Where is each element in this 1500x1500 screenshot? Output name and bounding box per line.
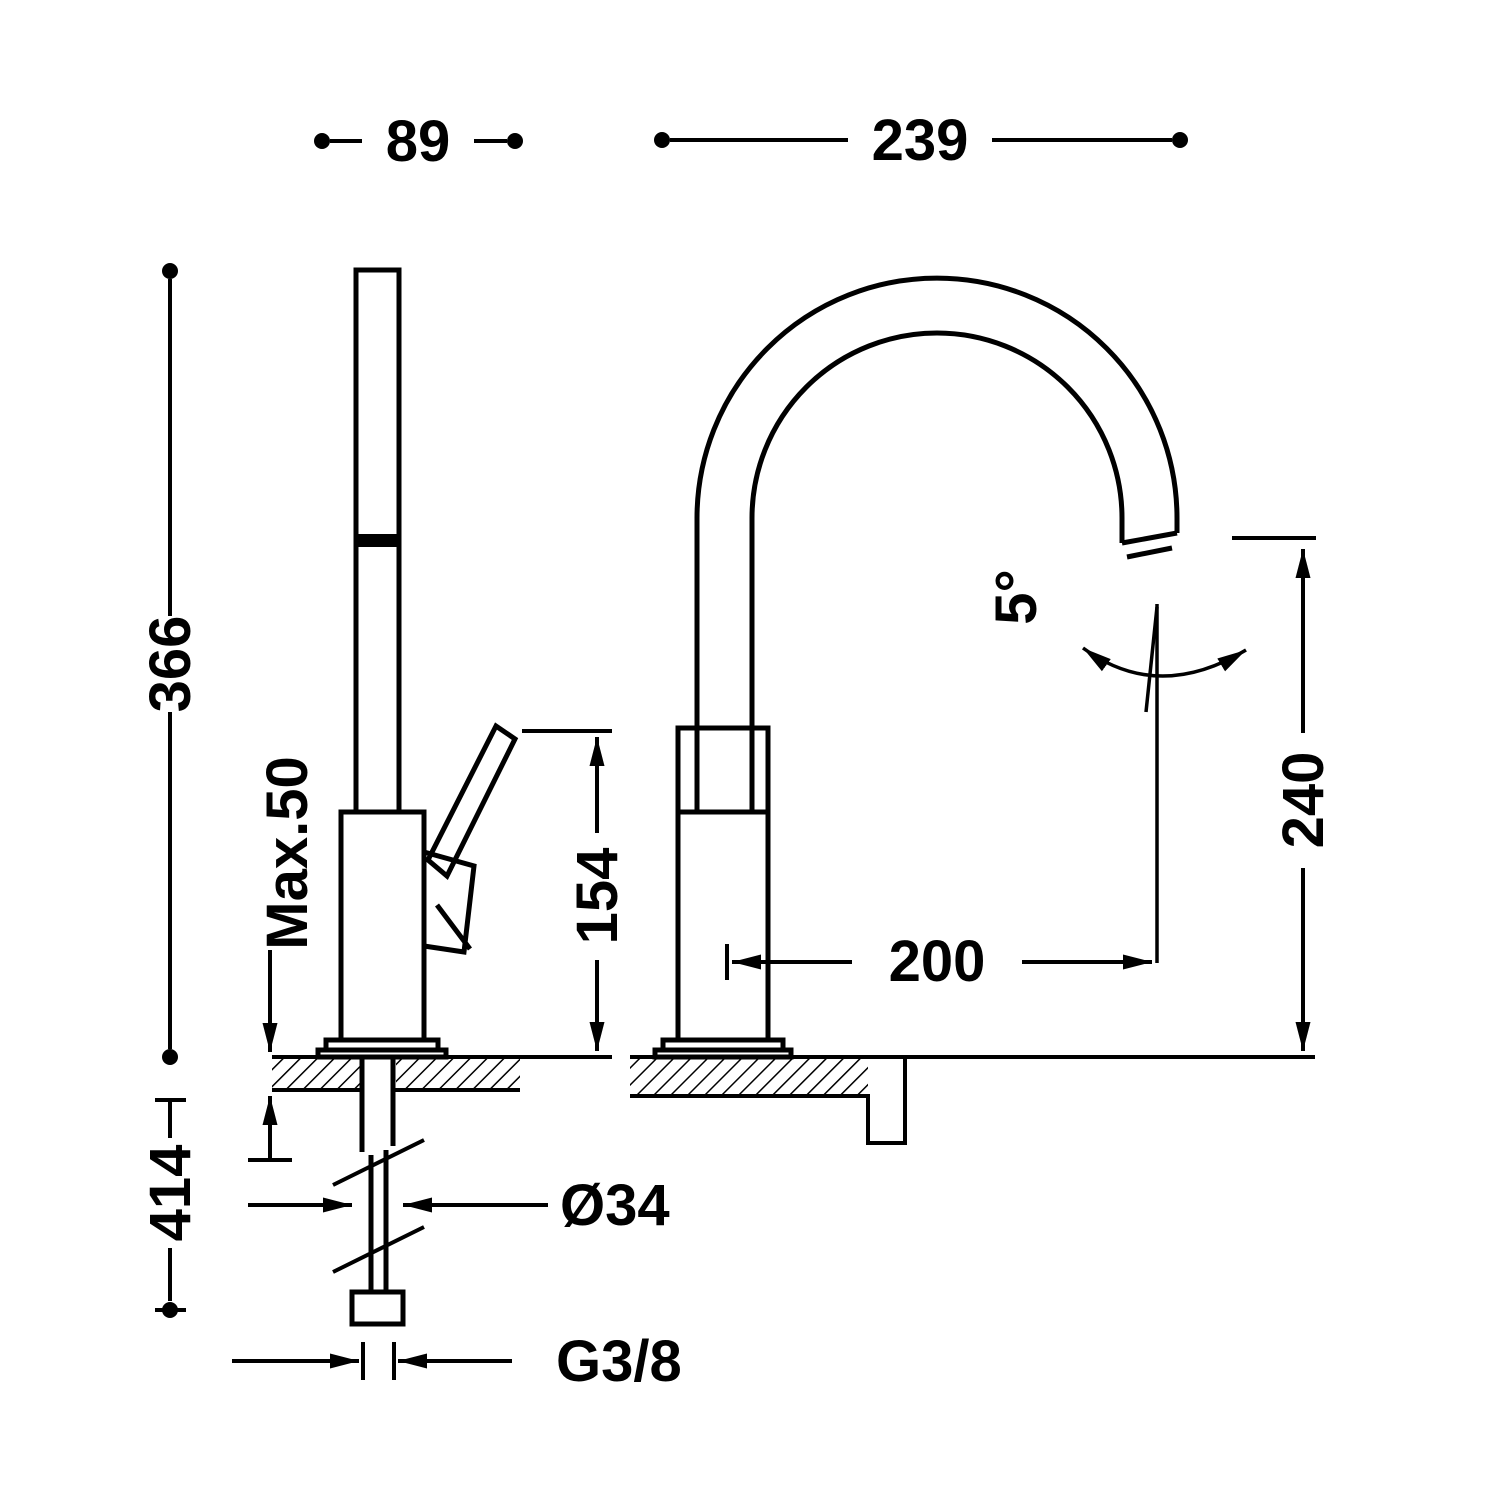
dimensions: 89 239 366 414 Max.50 — [138, 108, 1336, 1394]
side-body — [338, 809, 427, 1040]
dimension-5-degrees: 5° — [984, 569, 1247, 963]
dimension-366: 366 — [138, 263, 203, 1065]
front-base-flange — [652, 1037, 794, 1060]
pipe-break-slashes — [332, 1138, 425, 1274]
side-handle-lever — [424, 722, 519, 880]
dim-366-dot-bottom — [162, 1049, 178, 1065]
dimension-240: 240 — [1232, 536, 1336, 1051]
dim-414-label: 414 — [138, 1145, 203, 1242]
side-counter-hatch-left — [272, 1059, 360, 1088]
dim-max50-label: Max.50 — [255, 756, 320, 949]
dim-200-label: 200 — [889, 929, 986, 994]
dim-89-label: 89 — [386, 109, 451, 174]
dim-239-dot-left — [654, 132, 670, 148]
dim-d34-label: Ø34 — [560, 1173, 670, 1238]
dimension-diameter-34: Ø34 — [248, 1173, 670, 1238]
front-view — [630, 275, 1315, 1145]
dimension-154: 154 — [522, 729, 630, 1051]
dimension-max50: Max.50 — [248, 756, 320, 1162]
dim-5deg-label: 5° — [984, 569, 1049, 624]
dim-239-label: 239 — [872, 108, 969, 173]
dim-239-dot-right — [1172, 132, 1188, 148]
dim-414-lines — [155, 1098, 186, 1312]
side-inlet-fitting — [349, 1289, 406, 1327]
front-body — [675, 725, 771, 1040]
dim-g38-label: G3/8 — [556, 1329, 682, 1394]
dimension-g38: G3/8 — [232, 1329, 682, 1394]
side-shank-and-pipe — [359, 1057, 396, 1292]
front-gooseneck-spout — [694, 275, 1180, 812]
dim-g38-witness-ticks — [361, 1342, 396, 1380]
dim-5deg-swivel-arc — [1081, 646, 1247, 678]
dim-366-dot-top — [162, 263, 178, 279]
side-spout-joint-band — [356, 534, 399, 547]
front-counter-hatch — [630, 1059, 868, 1094]
dim-89-dot-right — [507, 133, 523, 149]
side-view — [272, 267, 612, 1327]
side-handle-housing — [423, 849, 477, 955]
side-counter-outline — [272, 1055, 612, 1092]
dim-154-label: 154 — [565, 848, 630, 945]
front-counter-outline — [630, 1055, 1315, 1145]
dimension-200: 200 — [725, 929, 1152, 994]
side-counter-hatch-right — [396, 1059, 520, 1088]
dim-414-dot-bottom — [162, 1302, 178, 1318]
dimension-89: 89 — [314, 109, 523, 174]
dim-89-dot-left — [314, 133, 330, 149]
dim-240-label: 240 — [1271, 752, 1336, 849]
dimension-239: 239 — [654, 108, 1188, 173]
dimension-414: 414 — [138, 1098, 203, 1318]
dim-366-label: 366 — [138, 616, 203, 713]
side-base-flange — [315, 1037, 449, 1060]
